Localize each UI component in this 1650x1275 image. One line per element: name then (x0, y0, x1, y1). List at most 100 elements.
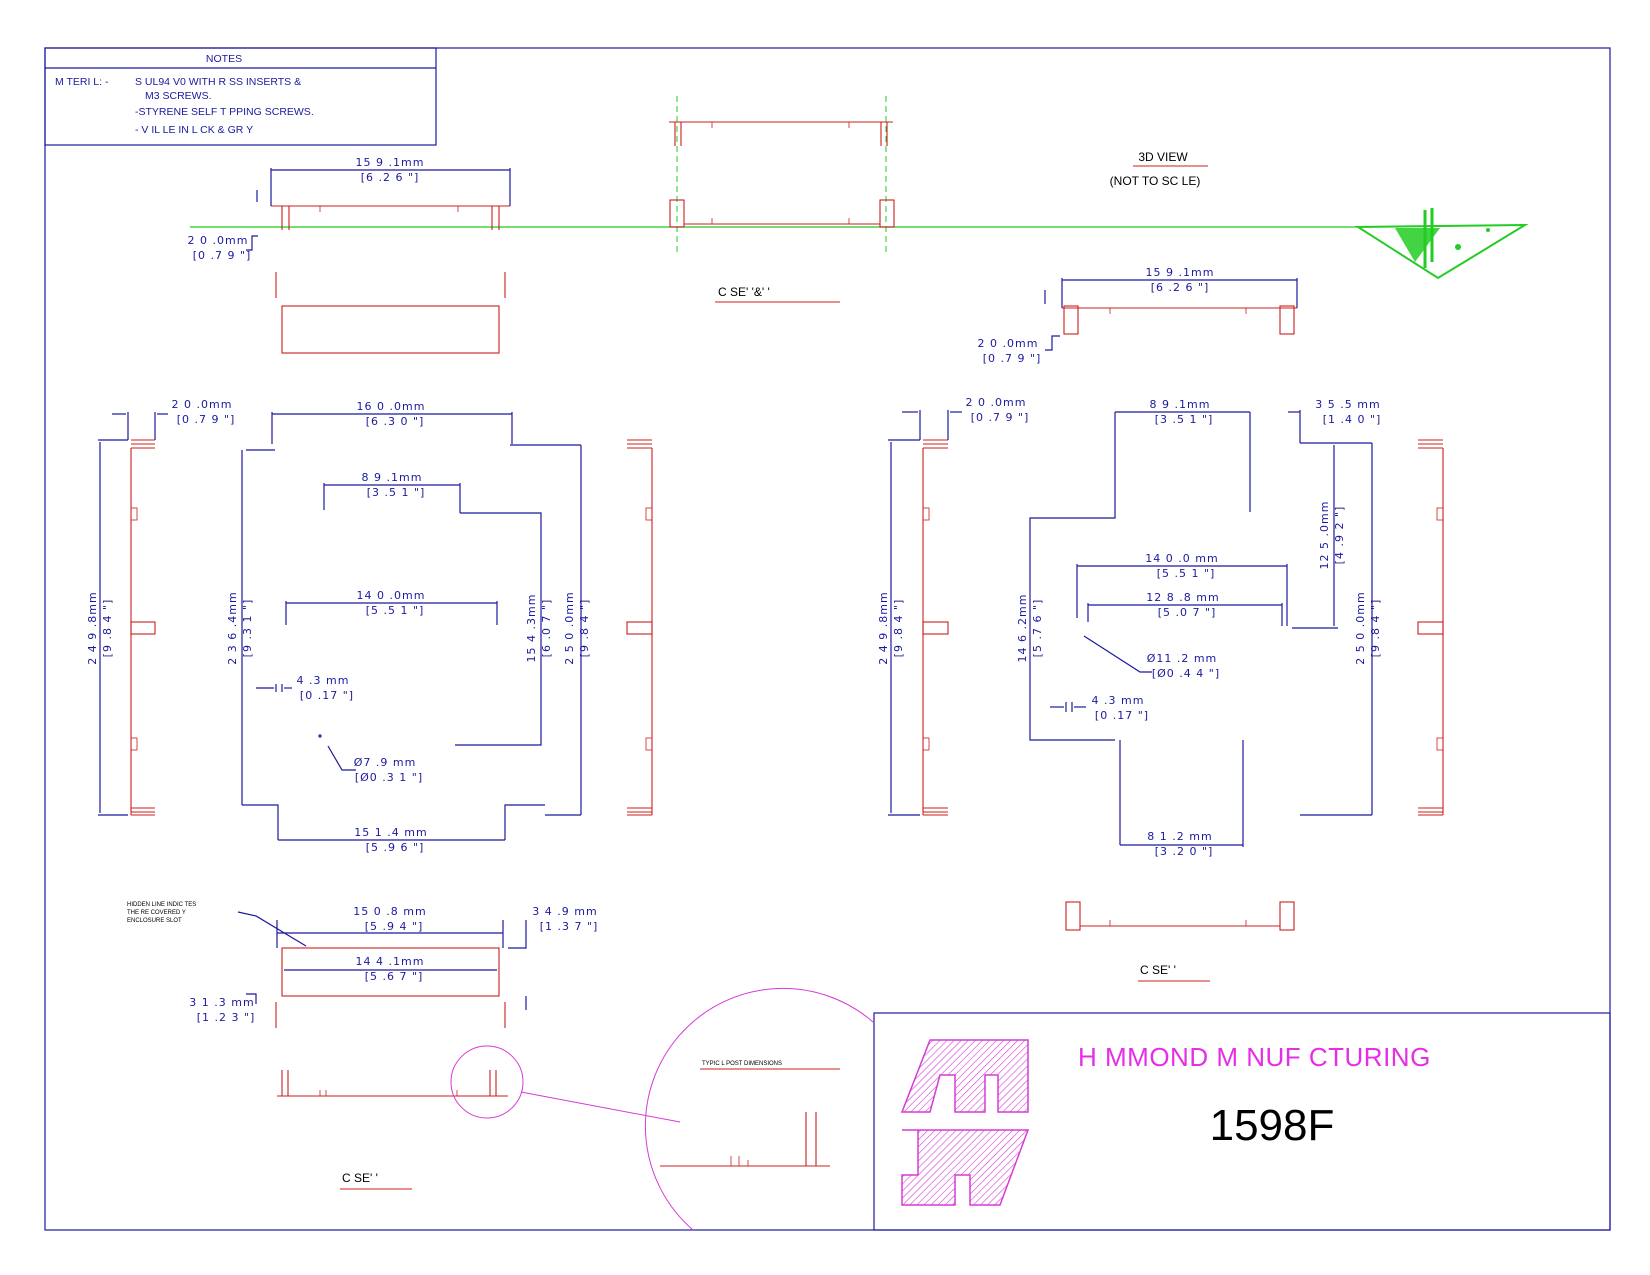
lower-left-rect (281, 947, 500, 997)
notes-line-4: - V IL LE IN L CK & GR Y (135, 124, 253, 136)
dim-1288: 12 8 .8 mm [5 .0 7 "] (1087, 591, 1283, 626)
dim-1441-in: [5 .6 7 "] (365, 970, 424, 983)
dim-89-left: 8 9 .1mm [3 .5 1 "] (323, 471, 461, 513)
dim-112-in: [Ø0 .4 4 "] (1152, 667, 1220, 680)
notes-line-2: M3 SCREWS. (145, 90, 212, 102)
vdim-2498-left-mm: 2 4 9 .8mm (86, 591, 99, 664)
dim-89-left-mm: 8 9 .1mm (362, 471, 423, 484)
vdim-1543-mm: 15 4 .3mm (525, 594, 538, 663)
left-right-profile (626, 439, 653, 816)
notes-material-label: M TERI L: - (55, 76, 109, 88)
dim-112-mm: Ø11 .2 mm (1147, 652, 1218, 665)
top-right-profile (1062, 305, 1297, 335)
dim-1288-mm: 12 8 .8 mm (1146, 591, 1219, 604)
case-d-label: C SE' ' (1140, 963, 1176, 977)
dim-349-in: [1 .3 7 "] (540, 920, 599, 933)
detail-magnified-circle (644, 987, 874, 1231)
vdim-2498-right-in: [9 .8 4 "] (892, 599, 905, 658)
dim-313: 3 1 .3 mm [1 .2 3 "] (189, 993, 527, 1024)
dim-159-right-in: [6 .2 6 "] (1151, 281, 1210, 294)
dim-812-mm: 8 1 .2 mm (1147, 830, 1212, 843)
dim-20-d: 2 0 .0mm [0 .7 9 "] (902, 396, 1028, 440)
detail-post-geometry (660, 1112, 830, 1167)
case-c-label: C SE' ' (342, 1171, 378, 1185)
dim-159-right-mm: 15 9 .1mm (1146, 266, 1215, 279)
dim-89-left-in: [3 .5 1 "] (367, 486, 426, 499)
notes-box: NOTES M TERI L: - S UL94 V0 WITH R SS IN… (44, 47, 437, 146)
dim-20-a-in: [0 .7 9 "] (193, 249, 252, 262)
vdim-250-left: 2 5 0 .0mm [9 .8 4 "] (563, 591, 591, 664)
dim-1508-in: [5 .9 4 "] (365, 920, 424, 933)
dim-159-top: 15 9 .1mm [6 .2 6 "] (256, 156, 511, 206)
detail-leader-line (520, 1091, 681, 1123)
hidden-line-note: HIDDEN LINE INDIC TES THE RE COVERED Y E… (127, 902, 307, 947)
dim-159-top-mm: 15 9 .1mm (356, 156, 425, 169)
dim-20-a: 2 0 .0mm [0 .7 9 "] (188, 234, 258, 262)
dim-1508: 15 0 .8 mm [5 .9 4 "] (276, 905, 504, 948)
left-side-profile (130, 439, 156, 816)
3d-view-title: 3D VIEW (1138, 150, 1188, 164)
vdim-1543-in: [6 .0 7 "] (540, 599, 553, 658)
dim-89-right-in: [3 .5 1 "] (1155, 413, 1214, 426)
dim-1441: 14 4 .1mm [5 .6 7 "] (284, 955, 497, 983)
vdim-250-right: 2 5 0 .0mm [9 .8 4 "] (1354, 591, 1382, 664)
dim-43-right-mm: 4 .3 mm (1092, 694, 1145, 707)
dim-43-right: 4 .3 mm [0 .17 "] (1050, 694, 1148, 722)
dim-79-hole: Ø7 .9 mm [Ø0 .3 1 "] (318, 734, 423, 784)
vdim-1462-in: [5 .7 6 "] (1031, 599, 1044, 658)
dim-20-b-in: [0 .7 9 "] (983, 352, 1042, 365)
left-outline (241, 444, 582, 840)
vdim-250-right-in: [9 .8 4 "] (1369, 599, 1382, 658)
dim-140-left: 14 0 .0mm [5 .5 1 "] (285, 589, 498, 625)
dim-159-top-in: [6 .2 6 "] (361, 171, 420, 184)
vdim-2498-left-in: [9 .8 4 "] (101, 599, 114, 658)
dim-20-b: 2 0 .0mm [0 .7 9 "] (978, 335, 1060, 365)
typical-post-label: TYPIC L POST DIMENSIONS (702, 1061, 782, 1067)
part-number: 1598F (1210, 1101, 1335, 1150)
dim-140-right-in: [5 .5 1 "] (1157, 567, 1216, 580)
dim-79-in: [Ø0 .3 1 "] (355, 771, 423, 784)
vdim-2364-in: [9 .3 1 "] (241, 599, 254, 658)
dim-140-right-mm: 14 0 .0 mm (1145, 552, 1218, 565)
vdim-250-left-mm: 2 5 0 .0mm (563, 591, 576, 664)
dim-160-mm: 16 0 .0mm (357, 400, 426, 413)
dim-1441-mm: 14 4 .1mm (356, 955, 425, 968)
dim-89-right: 8 9 .1mm [3 .5 1 "] (1115, 398, 1250, 426)
dim-140-left-in: [5 .5 1 "] (366, 604, 425, 617)
vdim-1543: 15 4 .3mm [6 .0 7 "] (525, 594, 553, 663)
lower-left-profile (277, 1070, 508, 1097)
right-side-profile (922, 439, 949, 816)
dim-89-right-mm: 8 9 .1mm (1150, 398, 1211, 411)
right-right-profile (1417, 439, 1444, 816)
dim-151-mm: 15 1 .4 mm (354, 826, 427, 839)
company-name: H MMOND M NUF CTURING (1078, 1042, 1431, 1072)
vdim-1462: 14 6 .2mm [5 .7 6 "] (1016, 594, 1044, 663)
detail-callout-circle (450, 1045, 524, 1119)
title-block (873, 1012, 1611, 1231)
hidden-note-line2: THE RE COVERED Y (127, 910, 186, 916)
dim-140-left-mm: 14 0 .0mm (357, 589, 426, 602)
dim-159-right: 15 9 .1mm [6 .2 6 "] (1044, 266, 1298, 308)
vdim-2364: 2 3 6 .4mm [9 .3 1 "] (226, 591, 254, 664)
dim-355-mm: 3 5 .5 mm (1315, 398, 1380, 411)
notes-line-3: -STYRENE SELF T PPING SCREWS. (135, 106, 314, 118)
dim-160: 16 0 .0mm [6 .3 0 "] (271, 400, 513, 444)
dim-812-in: [3 .2 0 "] (1155, 845, 1214, 858)
vdim-1250-mm: 12 5 .0mm (1318, 501, 1331, 570)
vdim-1250-in: [4 .9 2 "] (1333, 506, 1346, 565)
dim-43-left: 4 .3 mm [0 .17 "] (256, 674, 353, 702)
dim-349-mm: 3 4 .9 mm (532, 905, 597, 918)
hammond-logo (900, 1039, 1030, 1206)
notes-line-1: S UL94 V0 WITH R SS INSERTS & (135, 76, 301, 88)
notes-title: NOTES (206, 53, 242, 65)
dim-151-in: [5 .9 6 "] (366, 841, 425, 854)
dim-20-c: 2 0 .0mm [0 .7 9 "] (112, 398, 234, 440)
dim-355: 3 5 .5 mm [1 .4 0 "] (1299, 398, 1380, 443)
section-view-d (1065, 901, 1295, 931)
dim-313-mm: 3 1 .3 mm (189, 996, 254, 1009)
dim-313-in: [1 .2 3 "] (197, 1011, 256, 1024)
vdim-2498-right-mm: 2 4 9 .8mm (877, 591, 890, 664)
vdim-1462-mm: 14 6 .2mm (1016, 594, 1029, 663)
dim-140-right: 14 0 .0 mm [5 .5 1 "] (1076, 552, 1288, 626)
